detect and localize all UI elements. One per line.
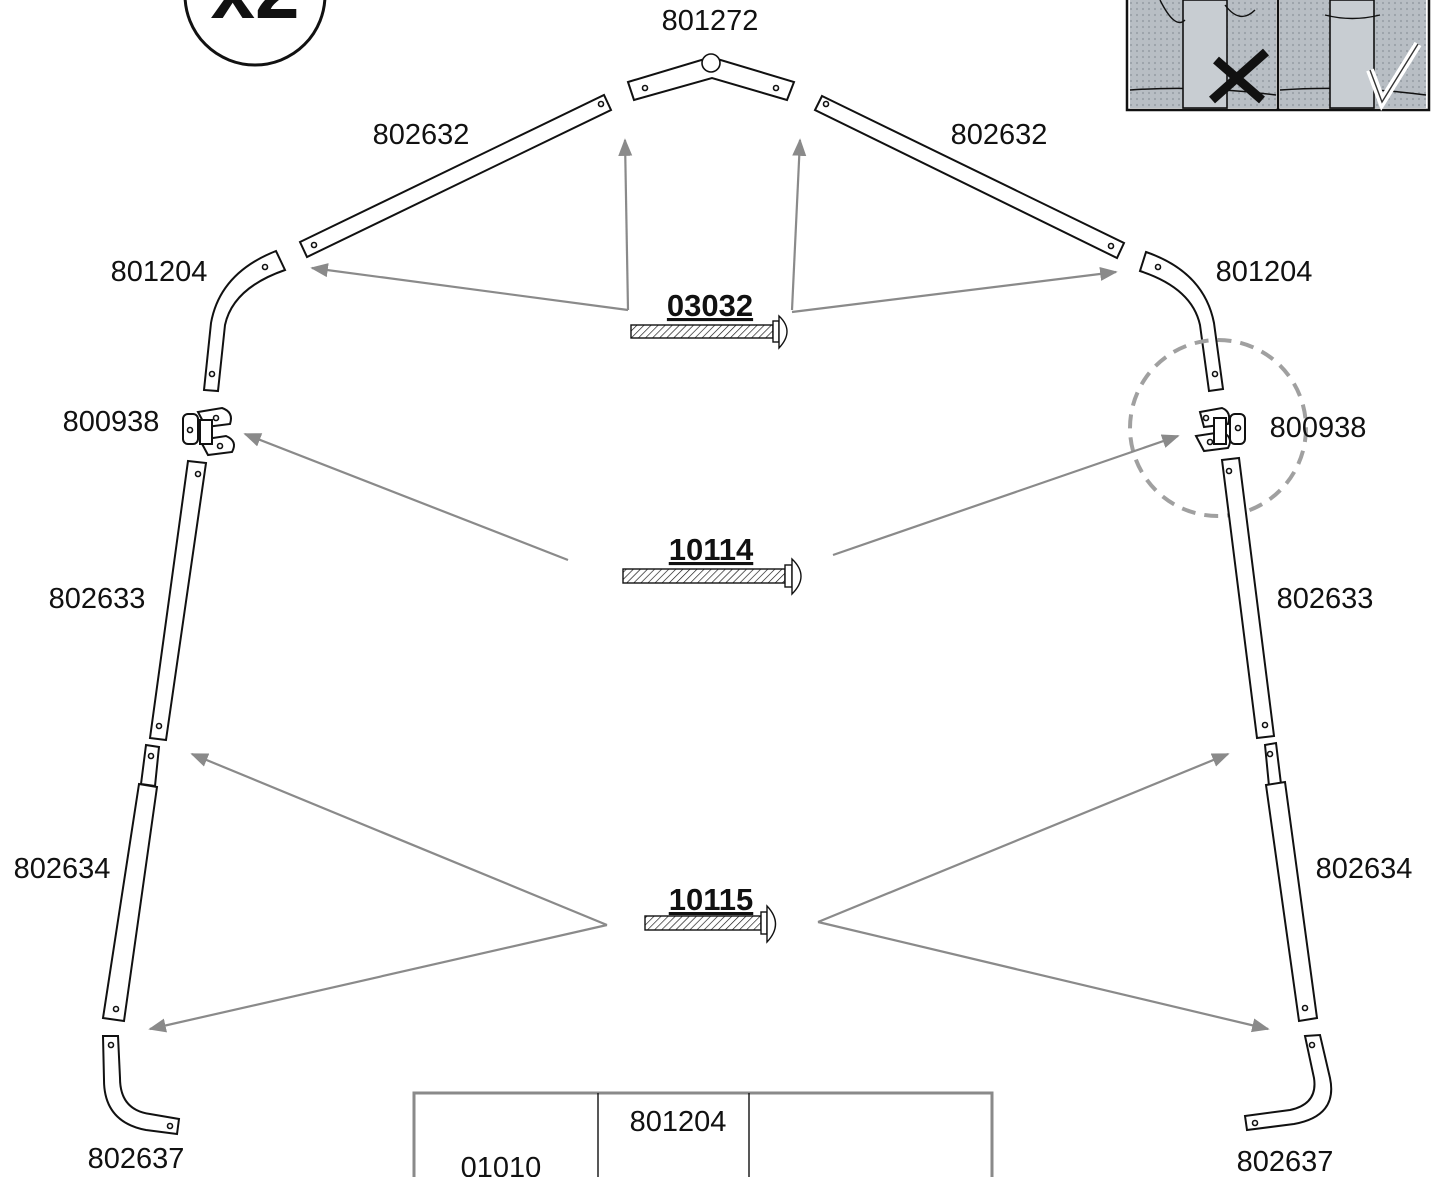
right-bracket-part xyxy=(1194,406,1246,453)
label-right-foot: 802637 xyxy=(1237,1146,1334,1177)
label-left-upright: 802633 xyxy=(49,583,146,615)
table-cell-part-number: 801204 xyxy=(630,1106,727,1138)
label-bolt-upper: 03032 xyxy=(667,288,753,323)
label-upper-left-rail: 802632 xyxy=(373,119,470,151)
parts-table: 801204 01010 xyxy=(412,1091,994,1177)
label-right-lower-leg: 802634 xyxy=(1316,853,1413,885)
right-elbow-part xyxy=(1138,250,1225,393)
right-lower-leg-part xyxy=(1263,741,1319,1023)
detail-highlight-circle xyxy=(1128,338,1308,518)
left-elbow-part xyxy=(202,249,287,393)
label-left-elbow: 801204 xyxy=(111,256,208,288)
label-right-bracket: 800938 xyxy=(1270,412,1367,444)
right-upright-part xyxy=(1220,456,1276,740)
label-left-lower-leg: 802634 xyxy=(14,853,111,885)
multiplier-label: x2 xyxy=(211,0,300,35)
label-right-upright: 802633 xyxy=(1277,583,1374,615)
table-cell-code: 01010 xyxy=(461,1152,542,1177)
tip-photo-inset xyxy=(1125,0,1431,112)
top-hub-part xyxy=(626,53,796,102)
upper-left-rail xyxy=(298,93,613,259)
bolt-03032 xyxy=(630,314,788,350)
bolt-10114 xyxy=(622,557,802,596)
label-bolt-lower: 10115 xyxy=(669,882,754,917)
label-upper-right-rail: 802632 xyxy=(951,119,1048,151)
cross-mark-icon xyxy=(1209,48,1269,104)
right-foot-part xyxy=(1243,1033,1333,1132)
left-lower-leg-part xyxy=(101,743,161,1023)
left-upright-part xyxy=(148,459,208,742)
label-bolt-middle: 10114 xyxy=(669,532,754,567)
upper-right-rail xyxy=(813,94,1126,260)
label-left-foot: 802637 xyxy=(88,1143,185,1175)
quantity-badge: x2 xyxy=(183,0,327,67)
left-foot-part xyxy=(101,1035,181,1136)
label-top-hub: 801272 xyxy=(662,5,759,37)
label-right-elbow: 801204 xyxy=(1216,256,1313,288)
bolt-10115 xyxy=(644,904,777,944)
assembly-arrows xyxy=(148,138,1270,1033)
left-bracket-part xyxy=(182,406,235,457)
label-left-bracket: 800938 xyxy=(63,406,160,438)
check-mark-icon xyxy=(1366,41,1422,112)
